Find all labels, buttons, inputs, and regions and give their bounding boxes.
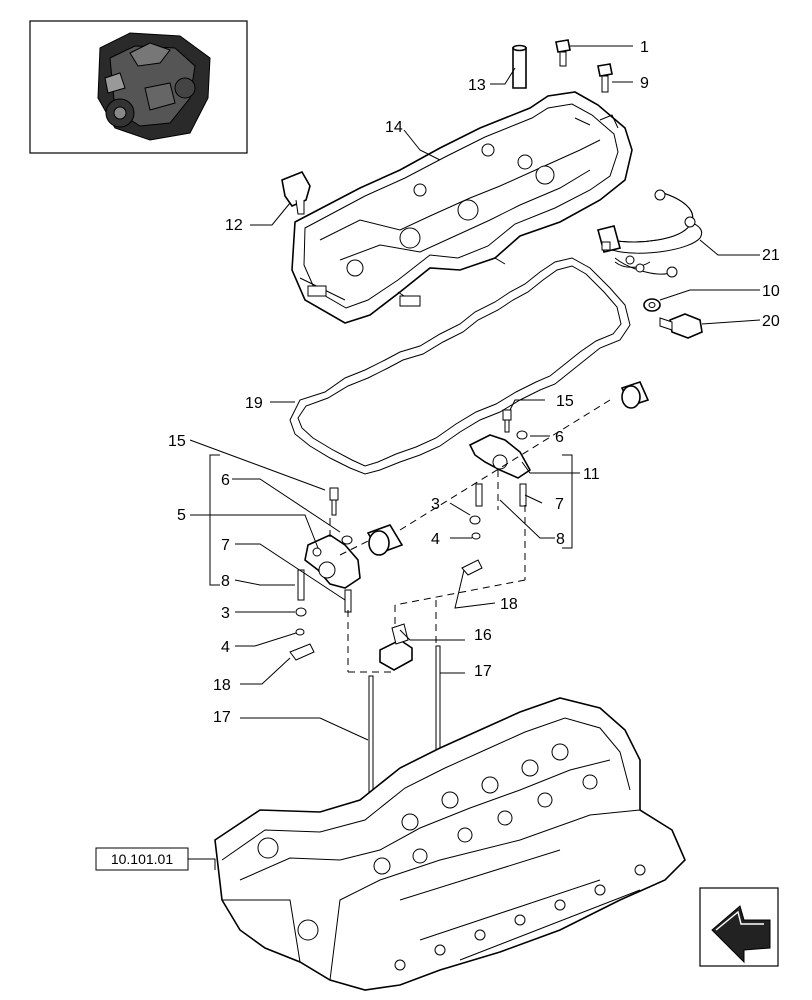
screw-part xyxy=(555,39,571,67)
reference-label: 10.101.01 xyxy=(111,851,173,867)
callout-21: 21 xyxy=(762,247,780,264)
callout-20: 20 xyxy=(762,313,780,330)
callout-10: 10 xyxy=(762,283,780,300)
nut-part xyxy=(295,607,307,636)
callout-18: 18 xyxy=(500,596,518,613)
navigation-arrow-icon[interactable] xyxy=(699,887,779,967)
bridge-part xyxy=(289,643,315,661)
callout-7: 7 xyxy=(221,537,230,554)
screw-part xyxy=(502,409,512,433)
screw-part xyxy=(597,63,613,93)
bridge-part xyxy=(461,559,483,576)
rocker-arm xyxy=(468,434,532,479)
rocker-arm xyxy=(304,534,361,589)
callout-6: 6 xyxy=(555,429,564,446)
callout-4: 4 xyxy=(221,639,230,656)
adjusting-screw-part xyxy=(297,569,352,613)
callout-15: 15 xyxy=(168,433,186,450)
callout-3: 3 xyxy=(221,605,230,622)
rocker-shaft xyxy=(366,524,404,556)
callout-8: 8 xyxy=(556,531,565,548)
sleeve-part xyxy=(512,44,527,89)
callout-5: 5 xyxy=(177,507,186,524)
cylinder-head xyxy=(214,697,686,991)
callout-17: 17 xyxy=(213,709,231,726)
callout-8: 8 xyxy=(221,573,230,590)
clip-part xyxy=(281,170,311,215)
callout-19: 19 xyxy=(245,395,263,412)
callout-9: 9 xyxy=(640,75,649,92)
callout-17: 17 xyxy=(474,663,492,680)
callout-18: 18 xyxy=(213,677,231,694)
bolt-part xyxy=(659,313,703,339)
callout-15: 15 xyxy=(556,393,574,410)
callout-7: 7 xyxy=(555,496,564,513)
nut-part xyxy=(341,535,353,545)
adjusting-screw-part xyxy=(475,483,527,507)
wiring-harness xyxy=(597,189,703,278)
callout-12: 12 xyxy=(225,217,243,234)
leader-lines xyxy=(189,45,761,741)
screw-part xyxy=(329,487,339,516)
valve-cover-gasket xyxy=(289,257,631,475)
callout-6: 6 xyxy=(221,472,230,489)
callout-4: 4 xyxy=(431,531,440,548)
callout-11: 11 xyxy=(583,466,600,483)
callout-13: 13 xyxy=(468,77,486,94)
washer-part xyxy=(643,298,661,312)
rocker-support xyxy=(379,623,413,671)
rocker-shaft xyxy=(620,381,650,409)
reference-link[interactable]: 10.101.01 xyxy=(95,847,216,871)
callout-1: 1 xyxy=(640,39,649,56)
nut-part xyxy=(469,515,481,540)
group-bracket xyxy=(562,454,573,549)
engine-thumbnail-icon[interactable] xyxy=(29,20,248,154)
group-bracket xyxy=(209,454,220,586)
nut-part xyxy=(516,430,528,440)
callout-3: 3 xyxy=(431,496,440,513)
callout-14: 14 xyxy=(385,119,403,136)
valve-cover xyxy=(291,91,633,324)
callout-16: 16 xyxy=(474,627,492,644)
